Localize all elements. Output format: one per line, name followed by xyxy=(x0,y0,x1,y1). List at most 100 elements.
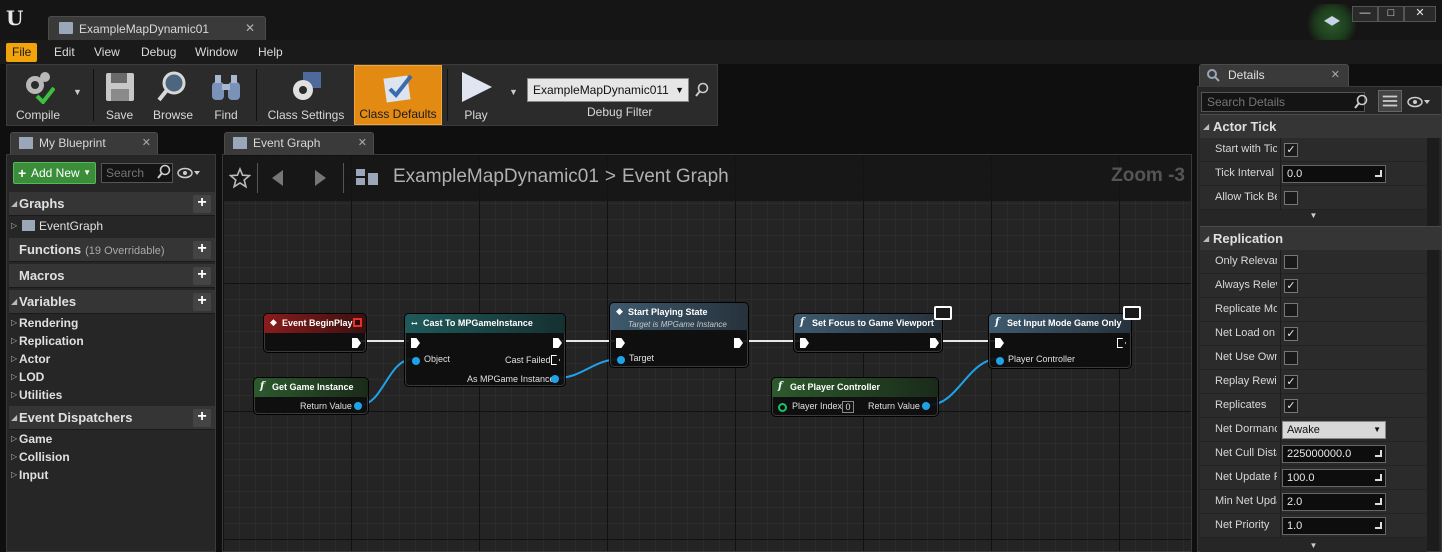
column-divider[interactable] xyxy=(1280,274,1281,298)
add-event-dispatcher-button[interactable]: + xyxy=(193,409,211,427)
property-matrix-button[interactable] xyxy=(1378,90,1402,112)
tab-event-graph[interactable]: Event Graph ✕ xyxy=(224,132,374,154)
details-search-input[interactable] xyxy=(1201,92,1365,112)
node-cast-to-mpgameinstance[interactable]: ↔ Cast To MPGameInstance Object Cast Fai… xyxy=(404,313,566,387)
close-tab-icon[interactable]: ✕ xyxy=(357,137,367,149)
advanced-expand-icon[interactable]: ▼ xyxy=(1200,210,1427,222)
browse-button[interactable]: Browse xyxy=(147,65,199,125)
category-replication[interactable]: ◢ Replication xyxy=(1200,226,1441,250)
minimize-button[interactable]: — xyxy=(1352,6,1378,22)
node-event-beginplay[interactable]: ◆ Event BeginPlay xyxy=(263,313,367,353)
blueprint-search-input[interactable] xyxy=(101,163,173,183)
class-settings-button[interactable]: Class Settings xyxy=(261,65,351,125)
property-number-input[interactable]: 1.0 xyxy=(1282,517,1386,535)
object-pin[interactable] xyxy=(412,357,420,365)
menu-view[interactable]: View xyxy=(94,45,120,59)
property-select[interactable]: Awake▼ xyxy=(1282,421,1386,439)
forward-arrow-icon[interactable] xyxy=(309,167,331,189)
column-divider[interactable] xyxy=(1280,370,1281,394)
exec-out-pin[interactable] xyxy=(734,338,743,348)
return-value-pin[interactable] xyxy=(922,402,930,410)
variable-category-rendering[interactable]: ▷Rendering xyxy=(9,314,215,332)
graphs-section-header[interactable]: ◢ Graphs + xyxy=(9,192,215,216)
functions-section-header[interactable]: Functions(19 Overridable) + xyxy=(9,238,215,262)
player-controller-pin[interactable] xyxy=(996,357,1004,365)
column-divider[interactable] xyxy=(1280,298,1281,322)
column-divider[interactable] xyxy=(1280,162,1281,186)
property-checkbox[interactable]: ✓ xyxy=(1284,143,1298,157)
play-button[interactable]: Play xyxy=(451,65,501,125)
star-icon[interactable] xyxy=(229,167,251,189)
compile-options-chevron-icon[interactable]: ▼ xyxy=(73,87,82,97)
tab-my-blueprint[interactable]: My Blueprint ✕ xyxy=(10,132,158,154)
exec-in-pin[interactable] xyxy=(800,338,809,348)
play-options-chevron-icon[interactable]: ▼ xyxy=(509,87,518,97)
property-number-input[interactable]: 225000000.0 xyxy=(1282,445,1386,463)
column-divider[interactable] xyxy=(1280,490,1281,514)
document-tab[interactable]: ExampleMapDynamic01 ✕ xyxy=(48,16,266,40)
exec-out-pin[interactable] xyxy=(930,338,939,348)
column-divider[interactable] xyxy=(1280,442,1281,466)
menu-debug[interactable]: Debug xyxy=(141,45,177,59)
property-checkbox[interactable]: ✓ xyxy=(1284,399,1298,413)
property-number-input[interactable]: 2.0 xyxy=(1282,493,1386,511)
variable-category-actor[interactable]: ▷Actor xyxy=(9,350,215,368)
details-scrollbar[interactable] xyxy=(1427,115,1439,551)
property-checkbox[interactable] xyxy=(1284,255,1298,269)
exec-in-pin[interactable] xyxy=(616,338,625,348)
macros-section-header[interactable]: Macros + xyxy=(9,264,215,288)
property-number-input[interactable]: 0.0 xyxy=(1282,165,1386,183)
column-divider[interactable] xyxy=(1280,394,1281,418)
debug-filter-select[interactable]: ExampleMapDynamic011 ▼ xyxy=(527,78,689,102)
property-checkbox[interactable]: ✓ xyxy=(1284,279,1298,293)
player-index-field[interactable]: 0 xyxy=(842,401,854,413)
event-dispatchers-section-header[interactable]: ◢ Event Dispatchers + xyxy=(9,406,215,430)
dispatcher-category-game[interactable]: ▷Game xyxy=(9,430,215,448)
eye-icon[interactable] xyxy=(177,167,201,179)
variable-category-replication[interactable]: ▷Replication xyxy=(9,332,215,350)
column-divider[interactable] xyxy=(1280,514,1281,538)
search-icon[interactable] xyxy=(156,164,172,180)
search-icon[interactable] xyxy=(1353,94,1369,110)
close-tab-icon[interactable]: ✕ xyxy=(244,21,255,35)
menu-edit[interactable]: Edit xyxy=(54,45,75,59)
return-value-pin[interactable] xyxy=(354,402,362,410)
exec-in-pin[interactable] xyxy=(411,338,420,348)
menu-help[interactable]: Help xyxy=(258,45,283,59)
class-defaults-button[interactable]: Class Defaults xyxy=(354,65,442,125)
cast-failed-pin[interactable] xyxy=(551,355,560,365)
add-function-button[interactable]: + xyxy=(193,241,211,259)
save-button[interactable]: Save xyxy=(97,65,142,125)
add-new-button[interactable]: + Add New ▼ xyxy=(13,162,96,184)
dispatcher-category-collision[interactable]: ▷Collision xyxy=(9,448,215,466)
column-divider[interactable] xyxy=(1280,186,1281,210)
node-get-player-controller[interactable]: f Get Player Controller Player Index 0 R… xyxy=(771,377,939,417)
target-pin[interactable] xyxy=(617,356,625,364)
exec-in-pin[interactable] xyxy=(995,338,1004,348)
column-divider[interactable] xyxy=(1280,250,1281,274)
property-checkbox[interactable]: ✓ xyxy=(1284,327,1298,341)
close-tab-icon[interactable]: ✕ xyxy=(1330,69,1340,81)
variable-category-utilities[interactable]: ▷Utilities xyxy=(9,386,215,404)
node-set-focus-to-game-viewport[interactable]: f Set Focus to Game Viewport xyxy=(793,306,952,353)
exec-out-pin[interactable] xyxy=(1117,338,1126,348)
dispatcher-category-input[interactable]: ▷Input xyxy=(9,466,215,484)
column-divider[interactable] xyxy=(1280,138,1281,162)
property-checkbox[interactable] xyxy=(1284,303,1298,317)
node-set-input-mode-game-only[interactable]: f Set Input Mode Game Only Player Contro… xyxy=(988,306,1141,369)
advanced-expand-icon[interactable]: ▼ xyxy=(1200,540,1427,552)
back-arrow-icon[interactable] xyxy=(267,167,289,189)
compile-button[interactable]: Compile xyxy=(7,65,69,125)
tab-details[interactable]: Details ✕ xyxy=(1199,64,1349,86)
add-variable-button[interactable]: + xyxy=(193,293,211,311)
property-checkbox[interactable] xyxy=(1284,191,1298,205)
column-divider[interactable] xyxy=(1280,418,1281,442)
menu-window[interactable]: Window xyxy=(195,45,238,59)
property-number-input[interactable]: 100.0 xyxy=(1282,469,1386,487)
column-divider[interactable] xyxy=(1280,466,1281,490)
as-mpgame-instance-pin[interactable] xyxy=(551,375,559,383)
eventgraph-item[interactable]: ▷ EventGraph xyxy=(9,217,215,235)
column-divider[interactable] xyxy=(1280,322,1281,346)
delegate-pin-icon[interactable] xyxy=(353,318,362,327)
variables-section-header[interactable]: ◢ Variables + xyxy=(9,290,215,314)
